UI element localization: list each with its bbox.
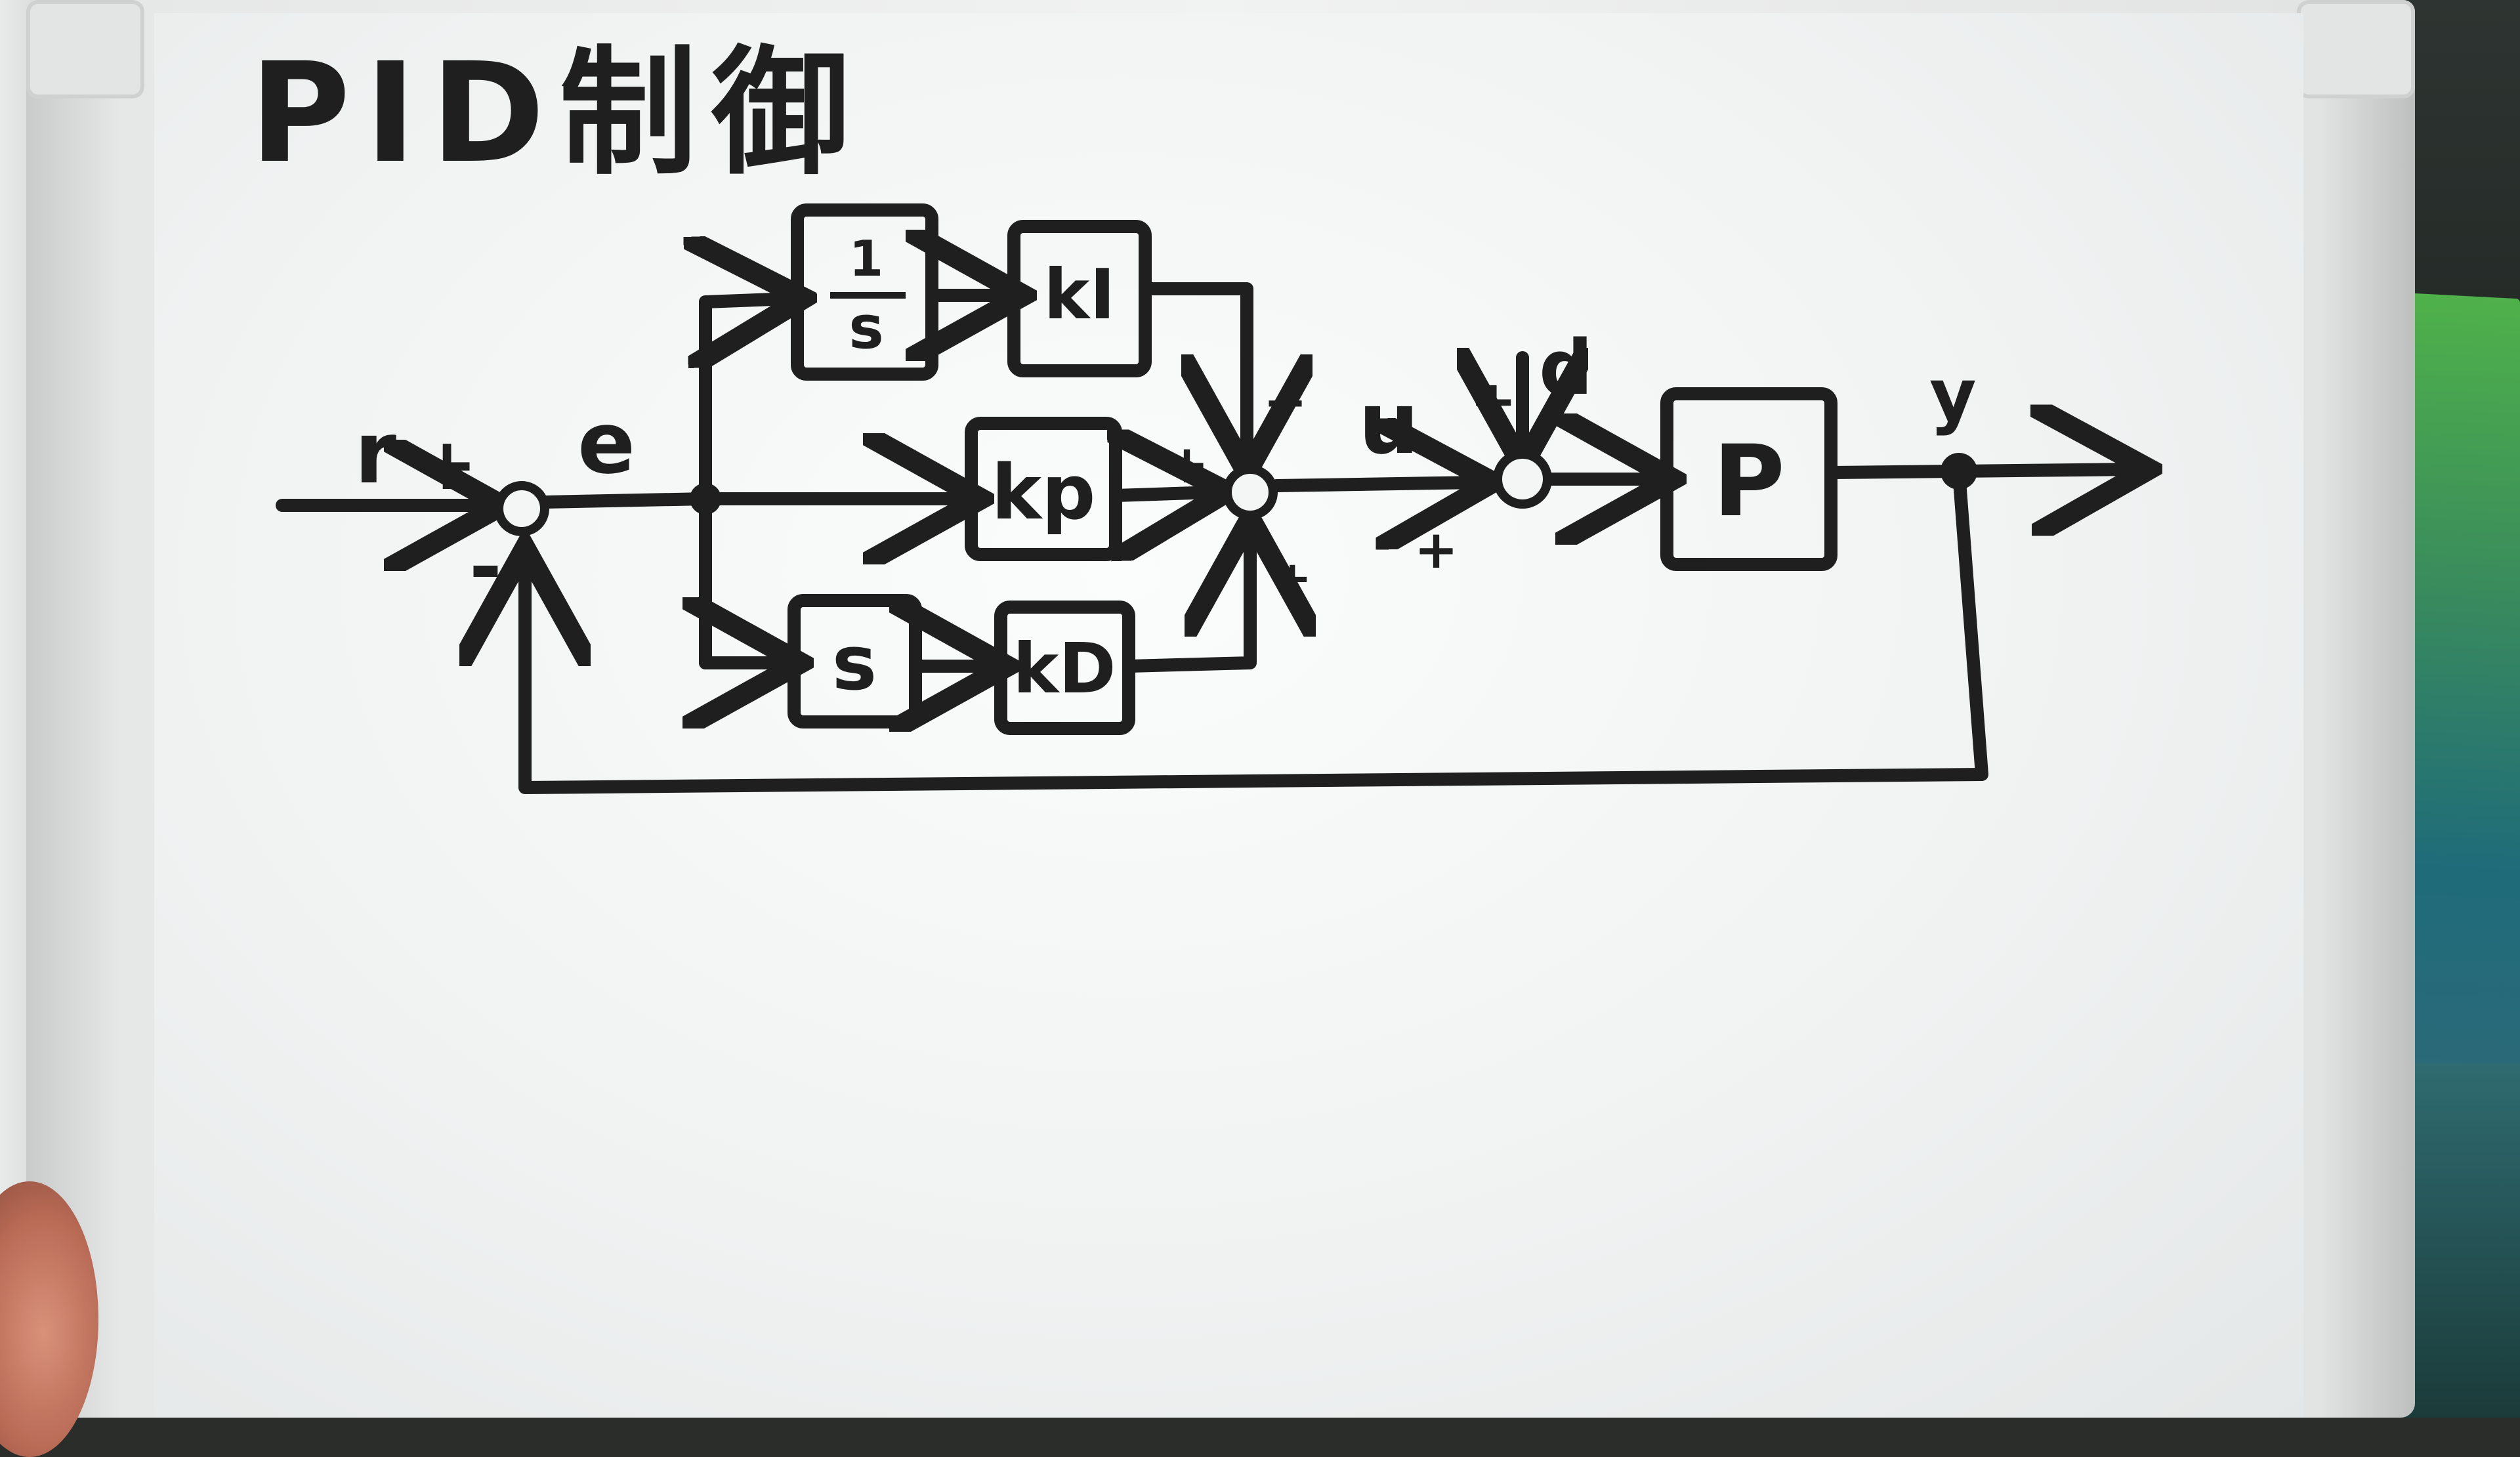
signal-label-d: d [1539,324,1593,412]
frame-corner-top-left [26,0,144,98]
takeoff-point-output [1941,453,1977,490]
sign-sum2-top: + [1263,371,1307,433]
line-ki-to-sum2 [1139,282,1247,459]
sum-junction-disturbance [1493,450,1552,509]
integrator-block [791,203,938,381]
kd-label: kD [1013,629,1116,709]
sign-sum2-left: + [1165,434,1209,495]
sum-junction-error [494,481,549,536]
plant-block [1660,387,1838,571]
branch-to-integrator [705,299,791,302]
plant-label: P [1713,425,1785,539]
feedback-line [525,466,1988,794]
signal-label-u: u [1358,373,1419,473]
line-u [1270,482,1480,486]
sign-sum2-bottom: + [1273,551,1312,605]
sign-sum3-top: + [1470,369,1517,434]
line-kd-to-sum2 [1122,532,1250,673]
sign-sum3-left: + [1414,519,1458,580]
integrator-denominator: s [849,293,884,362]
signal-label-e: e [578,393,635,493]
pid-block-diagram: PID制御 [249,33,2520,794]
ki-block [1007,220,1152,377]
integrator-label: 1 [849,230,883,287]
signal-label-r: r [354,403,396,503]
output-line-y [1824,469,2136,473]
differentiator-label: s [832,620,877,707]
error-line [538,492,712,509]
kp-block [965,417,1122,561]
whiteboard-surface [154,13,2303,1418]
differentiator-block [788,594,922,728]
ki-label: kI [1044,255,1116,335]
sign-sum1-minus: - [469,522,502,613]
frame-corner-top-right [2297,0,2415,98]
kd-block [994,601,1135,735]
signal-label-y: y [1929,353,1977,437]
diagram-title: PID制御 [249,33,864,194]
takeoff-point-error [690,483,721,515]
line-kp-to-sum2 [1116,492,1214,496]
sign-sum1-plus: + [417,422,477,506]
kp-label: kp [992,449,1096,537]
sum-junction-control [1223,465,1278,520]
